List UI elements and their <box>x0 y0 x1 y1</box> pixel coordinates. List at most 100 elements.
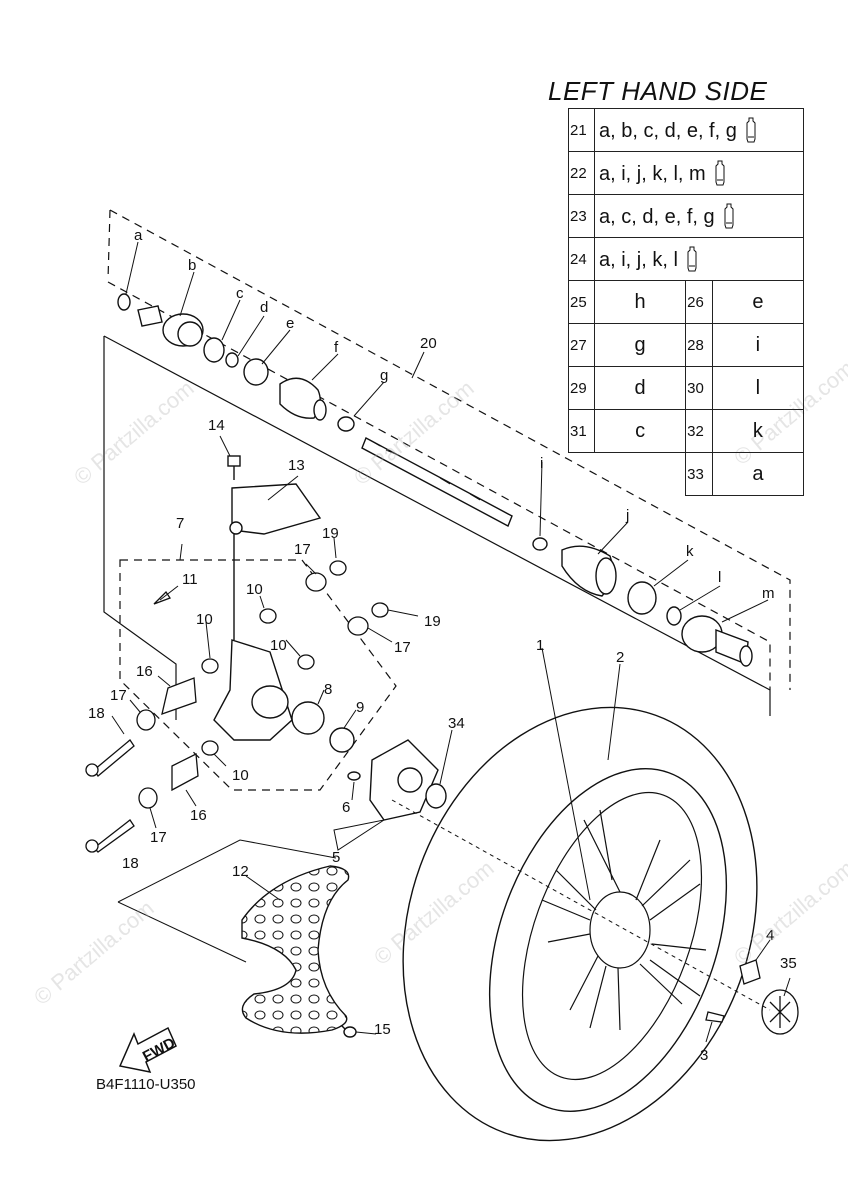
fwd-arrow-icon: FWD <box>118 1026 178 1074</box>
drive-shaft <box>361 437 513 527</box>
callout-l: l <box>718 569 721 586</box>
legend-title: LEFT HAND SIDE <box>548 76 768 106</box>
kit-row: 24 a, i, j, k, l <box>568 237 804 281</box>
callout-e: e <box>286 315 294 332</box>
kit-parts-text: a, i, j, k, l <box>599 249 678 271</box>
callout-g: g <box>380 367 388 384</box>
callout-18a: 18 <box>88 705 105 722</box>
reference-lines <box>117 819 385 963</box>
kit-num: 22 <box>568 151 595 195</box>
kit-parts-text: a, c, d, e, f, g <box>599 206 715 228</box>
empty-cell <box>569 453 595 496</box>
map-row: 27 g 28 i <box>568 323 805 367</box>
shaft-dashed-frame <box>107 209 791 690</box>
boot-left <box>203 337 355 432</box>
callout-i: i <box>540 455 543 472</box>
map-num: 28 <box>685 323 713 367</box>
wheel-hub <box>347 739 447 821</box>
map-value: g <box>593 323 687 367</box>
callout-a: a <box>134 227 143 244</box>
map-num: 25 <box>568 280 595 324</box>
callout-15: 15 <box>374 1021 391 1038</box>
callout-20: 20 <box>420 335 437 352</box>
grease-tube-icon <box>746 117 756 143</box>
callout-19a: 19 <box>322 525 339 542</box>
callout-14: 14 <box>208 417 225 434</box>
knuckle <box>213 534 355 753</box>
callout-7: 7 <box>176 515 184 532</box>
callout-16b: 16 <box>190 807 207 824</box>
callout-16a: 16 <box>136 663 153 680</box>
kit-num: 23 <box>568 194 595 238</box>
map-value: l <box>711 366 805 410</box>
callout-10a: 10 <box>246 581 263 598</box>
callout-3: 3 <box>700 1047 708 1064</box>
map-num: 26 <box>685 280 713 324</box>
map-value: d <box>593 366 687 410</box>
kit-parts: a, c, d, e, f, g <box>594 194 804 238</box>
kit-parts-text: a, b, c, d, e, f, g <box>599 120 737 142</box>
map-row: 31 c 32 k <box>568 409 805 453</box>
kit-num: 24 <box>568 237 595 281</box>
map-num: 30 <box>685 366 713 410</box>
kit-parts: a, i, j, k, l <box>594 237 804 281</box>
upper-bracket <box>227 455 322 535</box>
map-num: 27 <box>568 323 595 367</box>
callout-35: 35 <box>780 955 797 972</box>
callout-f: f <box>334 339 339 356</box>
callout-18b: 18 <box>122 855 139 872</box>
map-num: 29 <box>568 366 595 410</box>
callout-10c: 10 <box>270 637 287 654</box>
map-value: i <box>711 323 805 367</box>
bushings-and-collars <box>85 560 389 853</box>
kit-parts-text: a, i, j, k, l, m <box>599 163 706 185</box>
callout-17a: 17 <box>294 541 311 558</box>
grease-tube-icon <box>724 203 734 229</box>
callout-10b: 10 <box>196 611 213 628</box>
callout-12: 12 <box>232 863 249 880</box>
map-num: 31 <box>568 409 595 453</box>
callout-19b: 19 <box>424 613 441 630</box>
kit-parts: a, b, c, d, e, f, g <box>594 108 804 152</box>
kit-row: 22 a, i, j, k, l, m <box>568 151 804 195</box>
callout-17d: 17 <box>150 829 167 846</box>
callout-6: 6 <box>342 799 350 816</box>
callout-d: d <box>260 299 268 316</box>
kit-row: 23 a, c, d, e, f, g <box>568 194 804 238</box>
map-num: 33 <box>685 452 713 496</box>
callout-11: 11 <box>182 571 198 588</box>
map-row: 29 d 30 l <box>568 366 805 410</box>
axis-dashed-line <box>391 799 771 1011</box>
callout-1: 1 <box>536 637 544 654</box>
callout-4: 4 <box>766 927 774 944</box>
callout-10d: 10 <box>232 767 249 784</box>
callout-34: 34 <box>448 715 465 732</box>
brake-disc <box>241 865 357 1038</box>
boot-right <box>532 537 682 626</box>
map-value: h <box>593 280 687 324</box>
map-value: a <box>711 452 805 496</box>
callout-j: j <box>625 507 629 524</box>
kit-row: 21 a, b, c, d, e, f, g <box>568 108 804 152</box>
grease-tube-icon <box>715 160 725 186</box>
callout-5: 5 <box>332 849 340 866</box>
map-num: 32 <box>685 409 713 453</box>
wheel-rim <box>521 791 707 1081</box>
diagram-code: B4F1110-U350 <box>96 1076 196 1093</box>
cv-joint-outer-left <box>117 293 204 347</box>
callout-9: 9 <box>356 699 364 716</box>
leader-lines <box>111 241 791 1043</box>
knuckle-dashed-frame <box>119 559 397 791</box>
cv-joint-outer-right <box>681 615 753 667</box>
callout-labels: a b c d e f g 20 i j k l m 14 13 7 19 17… <box>88 227 797 1064</box>
callout-13: 13 <box>288 457 305 474</box>
grease-tube-icon <box>687 246 697 272</box>
map-value: k <box>711 409 805 453</box>
callout-8: 8 <box>324 681 332 698</box>
callout-k: k <box>686 543 694 560</box>
callout-m: m <box>762 585 775 602</box>
parts-legend-table: 21 a, b, c, d, e, f, g 22 a, i, j, k, l,… <box>568 108 805 496</box>
callout-2: 2 <box>616 649 624 666</box>
callout-c: c <box>236 285 244 302</box>
kit-num: 21 <box>568 108 595 152</box>
